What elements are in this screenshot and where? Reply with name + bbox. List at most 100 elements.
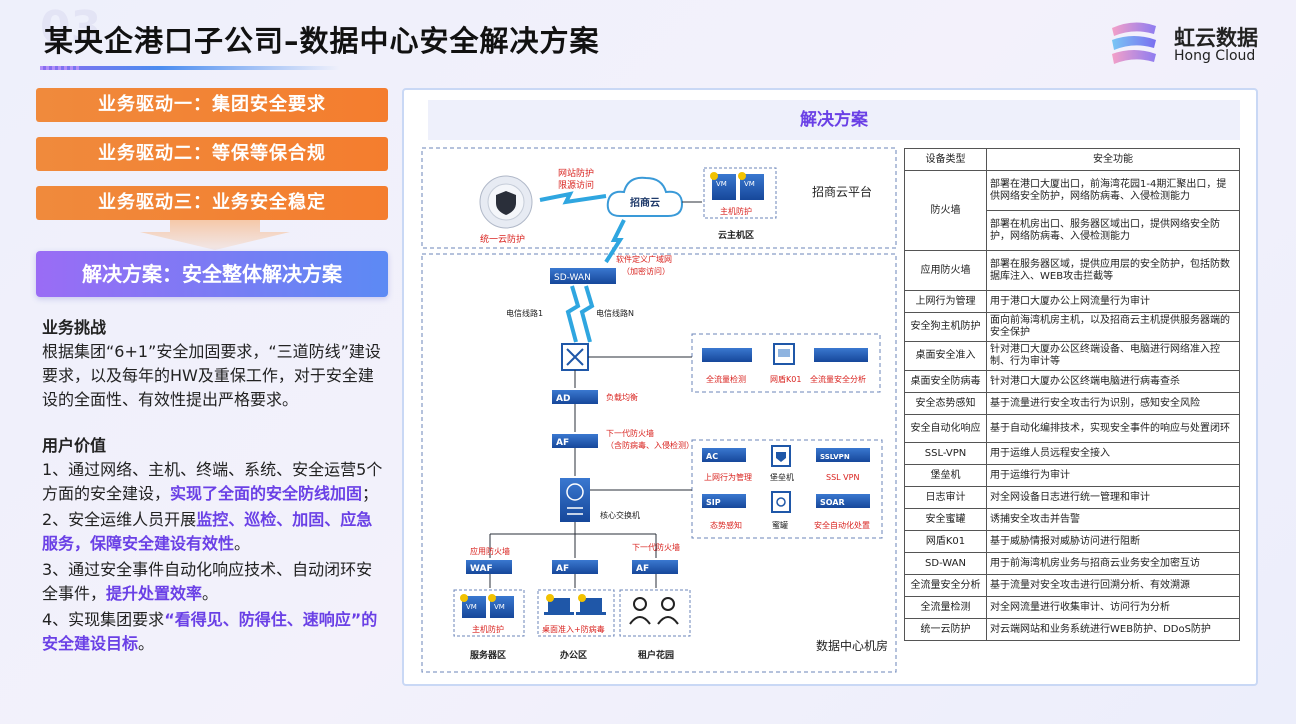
bastion-label: 堡垒机 (770, 472, 794, 482)
device-function-table: 设备类型 安全功能 防火墙 部署在港口大厦出口，前海湾花园1-4期汇聚出口，提供… (904, 148, 1240, 641)
vm-host-icon: VM VM (710, 172, 764, 200)
ngfw-label: 下一代防火墙 (606, 428, 654, 438)
dc-zone-box (421, 253, 897, 673)
server-vm-2 (490, 596, 514, 618)
value-heading: 用户价值 (42, 436, 107, 455)
logo: 虹云数据 Hong Cloud (1108, 18, 1268, 68)
table-cell-function: 基于威胁情报对威胁访问进行阻断 (986, 530, 1240, 553)
security-cluster-box-1 (691, 333, 881, 393)
table-cell-type: 桌面安全准入 (904, 341, 987, 371)
table-cell-type: 安全狗主机防护 (904, 312, 987, 342)
sslvpn-label: SSL VPN (826, 473, 859, 482)
network-diagram: 招商云平台 统一云防护 网站防护 限源访问 招商云 VM VM 主机防护 云主机… (421, 147, 897, 673)
ac-label: AC (706, 452, 718, 461)
af2-device (552, 560, 598, 574)
table-cell-type: SSL-VPN (904, 442, 987, 465)
hong-cloud-logo-icon (1112, 22, 1156, 64)
table-cell-function: 诱捕安全攻击并告警 (986, 508, 1240, 531)
table-row: 统一云防护 对云端网站和业务系统进行WEB防护、DDoS防护 (904, 618, 1240, 641)
table-cell-function: 对全网流量进行收集审计、访问行为分析 (986, 596, 1240, 619)
driver-1: 业务驱动一：集团安全要求 (36, 88, 388, 122)
ngfw-note: （含防病毒、入侵检测） (606, 440, 694, 450)
title-underline-dots (40, 66, 80, 70)
shield-k01-screen (778, 349, 790, 357)
cloud-host-box (703, 167, 777, 219)
table-header-type: 设备类型 (904, 148, 987, 171)
driver-2: 业务驱动二：等保等保合规 (36, 137, 388, 171)
server-vm-badge-2 (488, 594, 496, 602)
left-text: 业务挑战 根据集团“6+1”安全加固要求，“三道防线”建设要求，以及每年的HW及… (42, 316, 384, 658)
value-item-3: 3、通过安全事件自动化响应技术、自动闭环安全事件，提升处置效率。 (42, 558, 384, 606)
router-cross (566, 348, 584, 366)
user-icon (629, 597, 679, 625)
table-cell-function: 对云端网站和业务系统进行WEB防护、DDoS防护 (986, 618, 1240, 641)
office-box (537, 589, 615, 637)
ad-device (552, 390, 598, 404)
table-cell-function: 部署在机房出口、服务器区域出口，提供网络安全防护，网络防病毒、入侵检测能力 (986, 210, 1240, 251)
title-bg-number: 03 (40, 2, 102, 53)
value-1-text: 1、通过网络、主机、终端、系统、安全运营5个方面的安全建设， (42, 460, 383, 503)
telecom-link-1 (565, 285, 581, 343)
table-row: 上网行为管理 用于港口大厦办公上网流量行为审计 (904, 290, 1240, 313)
shield-k01-label: 网盾K01 (770, 374, 801, 384)
table-row: 安全狗主机防护 面向前海湾机房主机，以及招商云主机提供服务器端的安全保护 (904, 312, 1240, 342)
table-cell-type: 日志审计 (904, 486, 987, 509)
server-zone-label: 服务器区 (470, 649, 506, 661)
table-row: 日志审计 对全网设备日志进行统一管理和审计 (904, 486, 1240, 509)
af-label: AF (556, 438, 569, 448)
sip-label: SIP (706, 498, 721, 507)
table-cell-function: 基于自动化编排技术，实现安全事件的响应与处置闭环 (986, 414, 1240, 443)
full-traffic-device (702, 348, 752, 362)
af-device (552, 434, 598, 448)
cloud-platform-label: 招商云平台 (812, 184, 872, 199)
sdwan-device (550, 268, 616, 284)
table-cell-function: 针对港口大厦办公区终端电脑进行病毒查杀 (986, 370, 1240, 393)
page-title: 某央企港口子公司–数据中心安全解决方案 (44, 24, 600, 58)
table-cell-function: 用于运维人员远程安全接入 (986, 442, 1240, 465)
table-cell-function: 部署在服务器区域，提供应用层的安全防护，包括防数据库注入、WEB攻击拦截等 (986, 250, 1240, 291)
honeypot-device (771, 491, 791, 513)
table-cell-type: 安全态势感知 (904, 392, 987, 415)
table-cell-type: 上网行为管理 (904, 290, 987, 313)
value-2-text: 2、安全运维人员开展 (42, 510, 197, 529)
table-cell-type: 堡垒机 (904, 464, 987, 487)
sip-device (702, 494, 746, 508)
table-cell-type: 安全蜜罐 (904, 508, 987, 531)
table-cell-type: 网盾K01 (904, 530, 987, 553)
sdwan-note-1: 软件定义广域网 (616, 254, 672, 264)
server-host-box (453, 589, 525, 637)
table-cell-function: 针对港口大厦办公区终端设备、电脑进行网络准入控制、行为审计等 (986, 341, 1240, 371)
table-cell-function: 部署在港口大厦出口，前海湾花园1-4期汇聚出口，提供网络安全防护，网络防病毒、入… (986, 170, 1240, 211)
value-3-end: 。 (202, 584, 219, 603)
telecom-line-n-label: 电信线路N (596, 308, 634, 318)
table-cell-type: SD-WAN (904, 552, 987, 575)
table-row: 安全蜜罐 诱捕安全攻击并告警 (904, 508, 1240, 531)
server-vm-2-label: VM (494, 603, 505, 611)
table-row: 安全态势感知 基于流量进行安全攻击行为识别，感知安全风险 (904, 392, 1240, 415)
cloud-icon (606, 176, 684, 217)
table-row: 部署在机房出口、服务器区域出口，提供网络安全防护，网络防病毒、入侵检测能力 (905, 210, 1240, 251)
honeypot-label: 蜜罐 (772, 520, 788, 530)
table-cell-function: 基于流量进行安全攻击行为识别，感知安全风险 (986, 392, 1240, 415)
value-1-end: ； (362, 484, 379, 503)
full-traffic-analysis-device (814, 348, 868, 362)
table-cell-function: 对全网设备日志进行统一管理和审计 (986, 486, 1240, 509)
sdwan-label: SD-WAN (554, 273, 591, 283)
table-cell-function: 用于港口大厦办公上网流量行为审计 (986, 290, 1240, 313)
telecom-link-n (579, 285, 595, 343)
table-row: 应用防火墙 部署在服务器区域，提供应用层的安全防护，包括防数据库注入、WEB攻击… (904, 250, 1240, 291)
driver-3: 业务驱动三：业务安全稳定 (36, 186, 388, 220)
cloud-name-label: 招商云 (630, 196, 660, 209)
value-3-highlight: 提升处置效率 (106, 584, 203, 603)
table-cell-function: 基于流量对安全攻击进行回溯分析、有效溯源 (986, 574, 1240, 597)
dc-room-label: 数据中心机房 (816, 638, 888, 653)
solution-tag: 解决方案：安全整体解决方案 (36, 251, 388, 297)
value-1-highlight: 实现了全面的安全防线加固 (170, 484, 363, 503)
logo-en-text: Hong Cloud (1174, 48, 1256, 64)
desktop-access-label: 桌面准入+防病毒 (542, 624, 605, 634)
sdwan-note-2: （加密访问） (622, 266, 670, 276)
app-fw-label: 应用防火墙 (470, 546, 510, 556)
table-cell-type: 桌面安全防病毒 (904, 370, 987, 393)
cloud-host-zone-label: 云主机区 (718, 229, 754, 241)
tenant-zone-label: 租户花园 (638, 649, 674, 661)
